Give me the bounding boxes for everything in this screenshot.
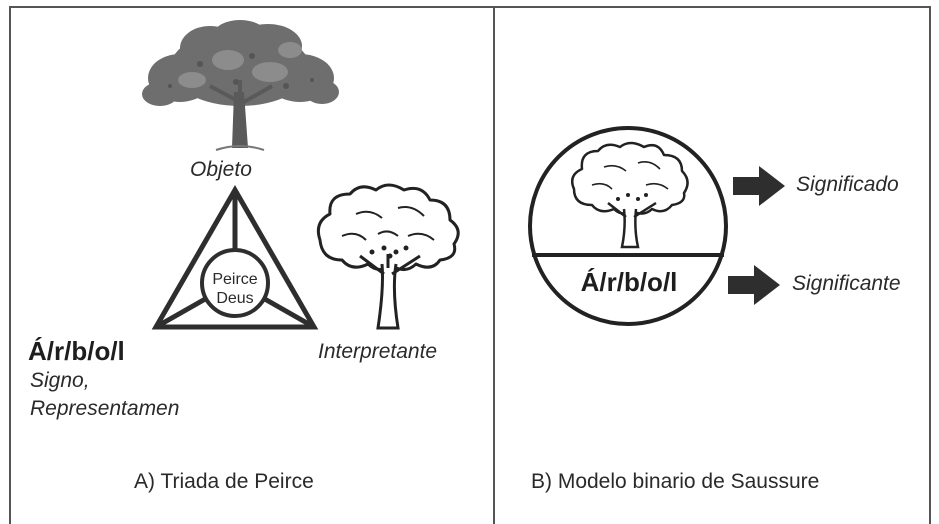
object-label: Objeto xyxy=(190,158,252,181)
center-label-line1: Peirce xyxy=(212,271,258,288)
signified-label: Significado xyxy=(796,173,899,196)
panel-a-caption: A) Triada de Peirce xyxy=(134,470,314,493)
signifier-label: Significante xyxy=(792,272,901,295)
circle-word: Á/r/b/o/l xyxy=(580,267,678,297)
sign-word: Á/r/b/o/l xyxy=(28,336,125,366)
line-tree-icon xyxy=(571,141,689,249)
leafy-tree-icon xyxy=(142,20,339,151)
sign-label-line1: Signo, xyxy=(30,369,90,392)
line-tree-icon xyxy=(316,183,460,330)
peirce-triangle xyxy=(151,185,319,330)
panel-b-caption: B) Modelo binario de Saussure xyxy=(531,470,820,493)
interpretant-label: Interpretante xyxy=(318,340,438,363)
arrow-right-icon[interactable] xyxy=(733,166,785,206)
sign-label-line2: Representamen xyxy=(30,397,180,420)
arrow-right-icon[interactable] xyxy=(728,265,780,305)
center-label-line2: Deus xyxy=(216,290,254,307)
